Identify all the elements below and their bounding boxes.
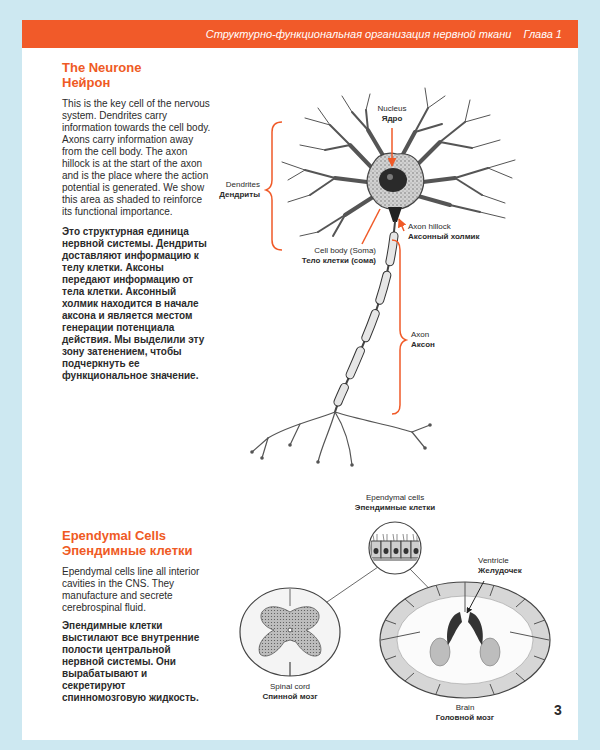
page-number: 3 (554, 702, 562, 718)
part-label: Axon hillock (408, 222, 451, 232)
part-label: Spinal cord (270, 682, 310, 692)
part-label: Дендриты (219, 190, 260, 200)
part-label: Аксон (411, 340, 435, 350)
brain-section (380, 581, 550, 698)
chapter-label: Глава 1 (523, 27, 562, 41)
body-text: Это структурная единица нервной системы.… (62, 226, 212, 382)
header-band: Структурно-функциональная организация не… (22, 20, 578, 48)
section-heading: Эпендимные клетки (62, 543, 193, 558)
section-heading: Ependymal Cells (62, 528, 166, 543)
running-head: Структурно-функциональная организация не… (206, 27, 512, 41)
part-label: Ependymal cells (366, 493, 424, 503)
page-panel (22, 20, 578, 740)
orange-brackets-and-pointers (266, 122, 406, 414)
part-label: Эпендимные клетки (355, 503, 435, 513)
part-label: Dendrites (226, 180, 260, 190)
part-label: Axon (411, 330, 429, 340)
part-label: Аксонный холмик (408, 232, 480, 242)
part-label: Ядро (382, 114, 403, 124)
part-label: Головной мозг (436, 713, 494, 723)
spinal-cord-section (240, 588, 340, 676)
section-heading: Нейрон (62, 75, 110, 90)
part-label: Желудочек (478, 566, 522, 576)
body-text: Эпендимные клетки выстилают все внутренн… (62, 620, 212, 704)
part-label: Cell body (Soma) (314, 246, 376, 256)
body-text: Ependymal cells line all interior caviti… (62, 566, 212, 614)
part-label: Спинной мозг (262, 692, 317, 702)
section-heading: The Neurone (62, 60, 141, 75)
neurone-drawing (250, 88, 515, 467)
body-text: This is the key cell of the nervous syst… (62, 98, 212, 218)
part-label: Brain (456, 703, 475, 713)
part-label: Nucleus (378, 104, 407, 114)
part-label: Ventricle (478, 556, 509, 566)
part-label: Тело клетки (сома) (302, 256, 376, 266)
